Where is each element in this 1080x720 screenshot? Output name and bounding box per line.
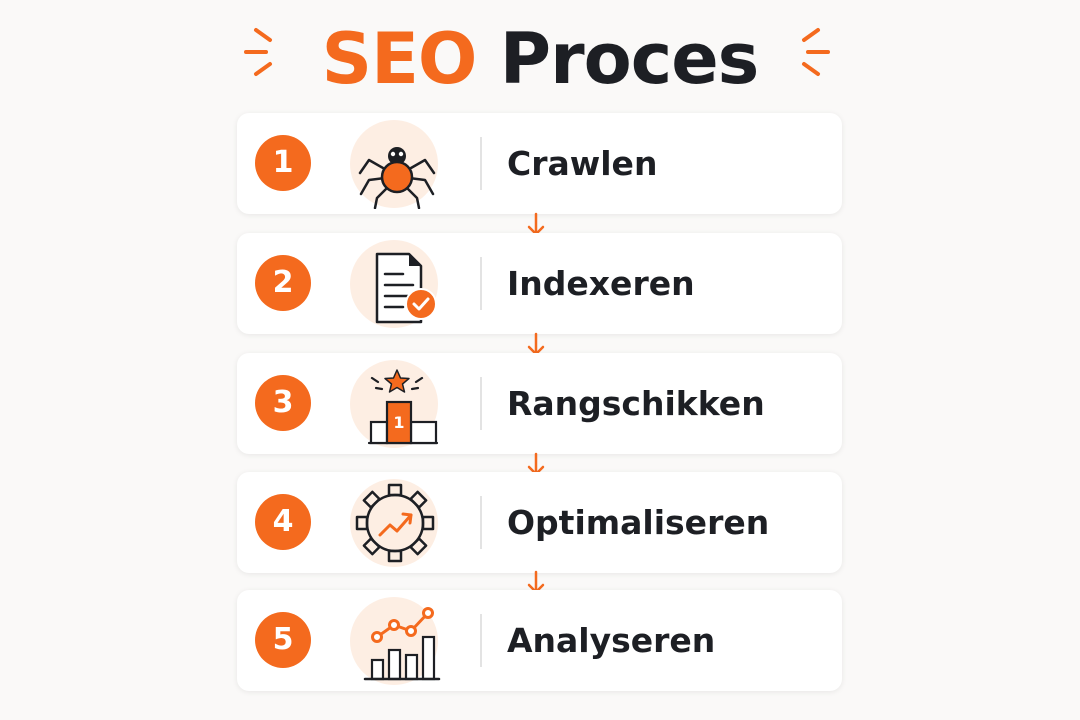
step-label: Analyseren [507, 621, 716, 660]
step-label: Rangschikken [507, 384, 765, 423]
document-check-icon [347, 238, 447, 329]
divider [480, 137, 482, 190]
step-number: 2 [255, 255, 311, 311]
step-number: 5 [255, 612, 311, 668]
podium-number: 1 [393, 413, 404, 432]
step-card-indexeren: 2 Indexeren [237, 233, 842, 334]
divider [480, 257, 482, 310]
title-accent: SEO [321, 18, 478, 100]
analytics-chart-icon [347, 595, 447, 686]
divider [480, 496, 482, 549]
burst-right-icon [802, 28, 830, 76]
step-card-rangschikken: 3 1 Rangschikken [237, 353, 842, 454]
divider [480, 377, 482, 430]
step-number: 1 [255, 135, 311, 191]
step-card-optimaliseren: 4 Optimaliseren [237, 472, 842, 573]
podium-icon: 1 [347, 358, 447, 449]
gear-growth-icon [347, 477, 447, 568]
title-main: Proces [499, 18, 760, 100]
divider [480, 614, 482, 667]
step-number: 4 [255, 494, 311, 550]
step-number: 3 [255, 375, 311, 431]
step-label: Indexeren [507, 264, 695, 303]
burst-left-icon [244, 28, 272, 76]
step-card-analyseren: 5 Analyseren [237, 590, 842, 691]
step-label: Optimaliseren [507, 503, 770, 542]
spider-icon [347, 118, 447, 209]
step-card-crawlen: 1 Crawlen [237, 113, 842, 214]
page-title: SEO Proces [0, 14, 1080, 104]
step-label: Crawlen [507, 144, 658, 183]
